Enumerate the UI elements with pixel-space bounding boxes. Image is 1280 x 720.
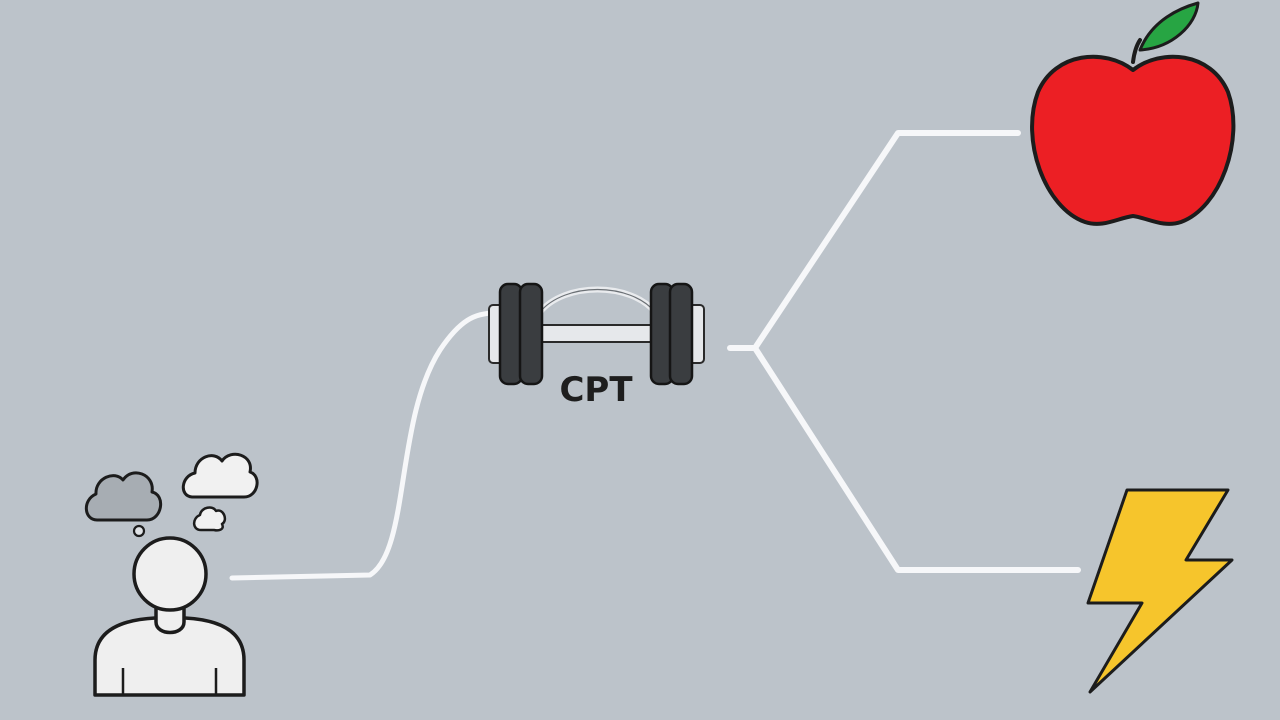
connector-fork-to-bolt: [752, 345, 1081, 573]
dumbbell-bar: [537, 324, 657, 343]
apple-stem: [1131, 38, 1142, 64]
thought-bubble-small: [132, 524, 146, 538]
dumbbell-icon: CPT: [488, 282, 705, 410]
thought-cloud-small-icon: [192, 506, 227, 532]
dumbbell-plate-left-outer: [498, 282, 524, 386]
connector-fork-to-apple: [752, 130, 1021, 351]
lightning-bolt-icon: [1086, 488, 1234, 694]
person-head: [132, 536, 208, 612]
apple-icon: [1030, 1, 1236, 226]
dumbbell-plate-left-inner: [518, 282, 544, 386]
connector-person-to-hub: [229, 310, 498, 581]
thought-cloud-dark-icon: [84, 471, 163, 522]
apple-body: [1030, 54, 1236, 226]
thought-cloud-light-icon: [181, 452, 259, 499]
connector-lines: [229, 130, 1081, 581]
dumbbell-plate-right-outer: [668, 282, 694, 386]
lightning-bolt-shape: [1086, 488, 1234, 694]
hub-label: CPT: [559, 370, 633, 410]
thinking-person-icon: [84, 452, 259, 697]
leaf-icon: [1138, 1, 1200, 52]
